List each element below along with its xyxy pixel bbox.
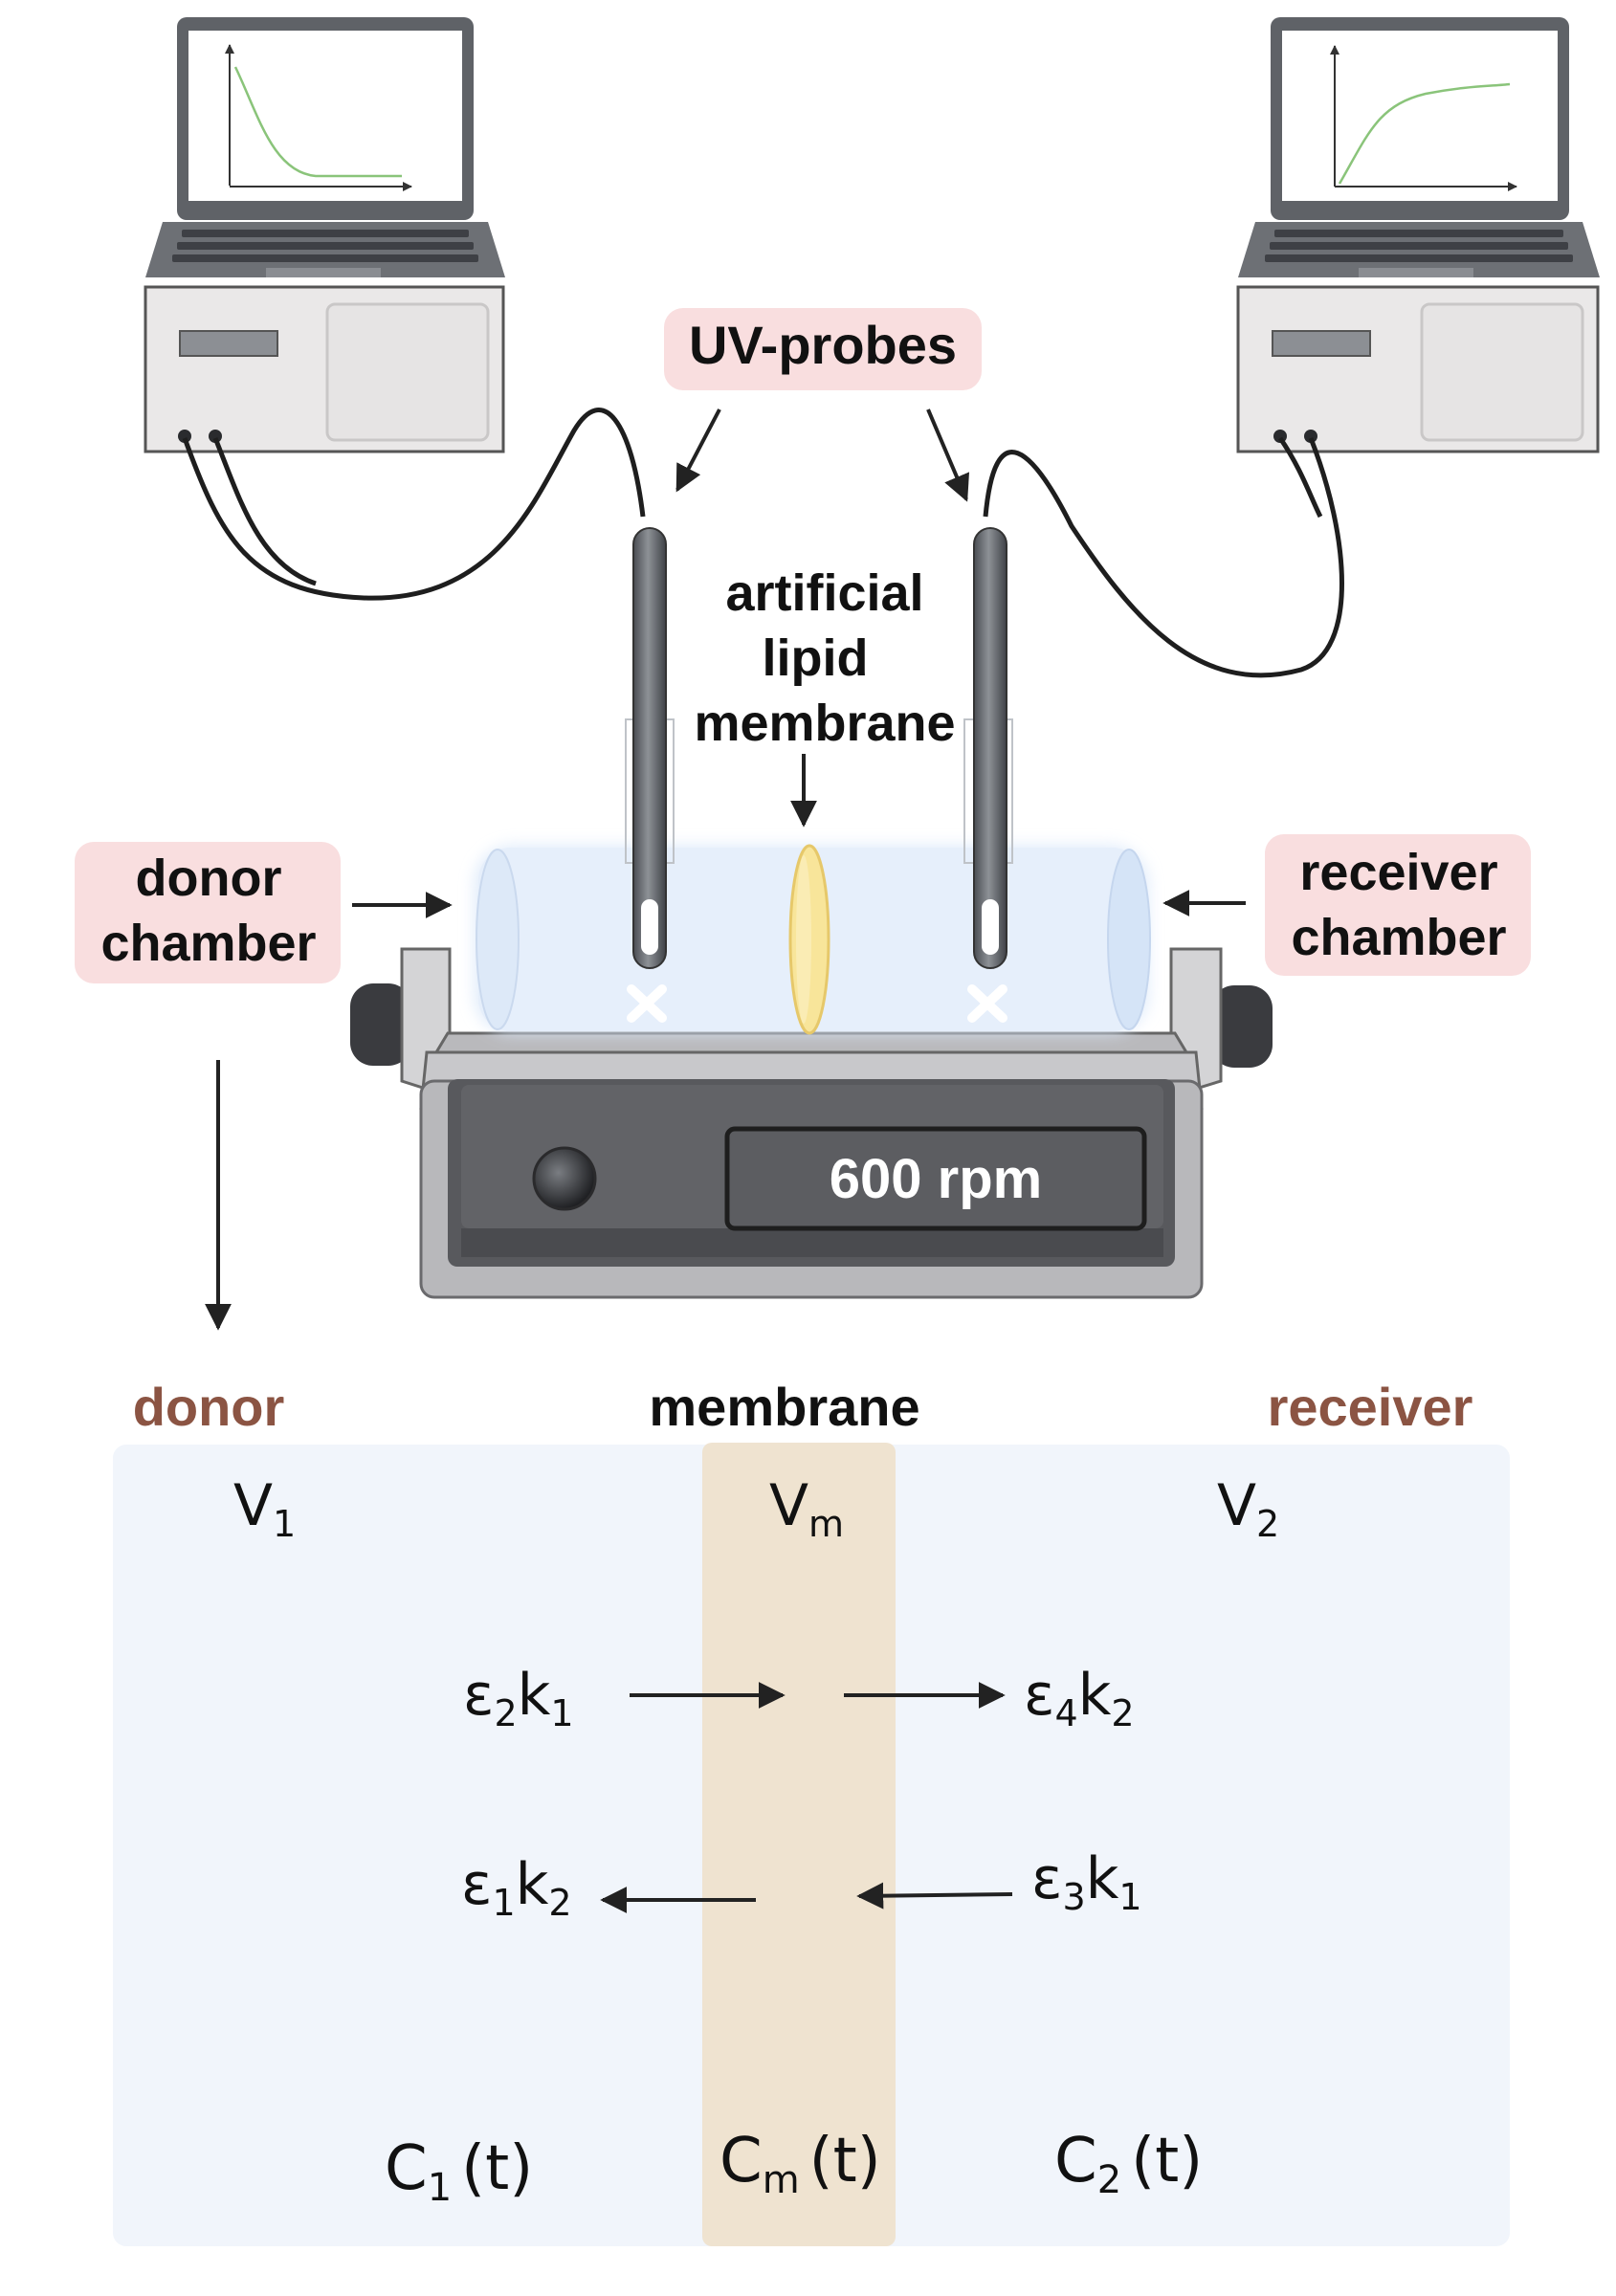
speed-text: 600 rpm <box>830 1148 1042 1210</box>
speed-display <box>724 1126 1147 1231</box>
donor-header: donor <box>133 1377 285 1437</box>
compartment-model: donor membrane receiver V1 Vm V2 ε2k1 ε4… <box>113 1377 1510 2246</box>
diffusion-cell <box>475 844 1151 1035</box>
rate-e2k1: ε2k1 <box>463 1662 574 1734</box>
receiver-chamber-line2: chamber <box>1291 909 1506 966</box>
decay-curve <box>233 66 402 178</box>
arrow-uv-right <box>926 408 970 502</box>
membrane-header: membrane <box>649 1377 919 1437</box>
rate-e4k2: ε4k2 <box>1024 1662 1135 1734</box>
volume-v2: V2 <box>1217 1472 1279 1545</box>
membrane-label-line3: membrane <box>694 695 955 752</box>
uv-probe-left-icon <box>625 527 675 969</box>
membrane-label: artificial lipid membrane <box>694 564 955 752</box>
donor-chamber-line1: donor <box>136 850 282 907</box>
concentration-c2: C2(t) <box>1054 2126 1203 2202</box>
uv-probes-text: UV-probes <box>689 315 957 375</box>
stir-bar-left <box>627 984 667 1023</box>
rise-curve <box>1338 82 1511 185</box>
stir-bar-right <box>967 984 1007 1023</box>
probe-cables <box>182 408 1344 678</box>
left-computer-icon <box>144 17 505 453</box>
receiver-header: receiver <box>1268 1377 1473 1437</box>
uv-probes-label: UV-probes <box>664 308 982 390</box>
stirrer-knob <box>532 1146 597 1211</box>
rate-e1k2: ε1k2 <box>461 1851 572 1924</box>
receiver-chamber-line1: receiver <box>1299 844 1497 901</box>
volume-vm: Vm <box>769 1472 844 1545</box>
volume-v1: V1 <box>233 1472 296 1545</box>
membrane-label-line1: artificial <box>725 564 923 622</box>
arrow-uv-left <box>675 408 721 493</box>
arrow-receiver-to-membrane <box>856 1882 1013 1910</box>
membrane-band <box>702 1443 896 2246</box>
donor-chamber-label: donor chamber <box>75 842 341 983</box>
membrane-label-line2: lipid <box>763 629 869 687</box>
rate-e3k1: ε3k1 <box>1031 1845 1142 1918</box>
magnetic-stirrer-icon <box>350 947 1273 1299</box>
concentration-cm: Cm(t) <box>719 2126 881 2202</box>
concentration-c1: C1(t) <box>385 2133 533 2210</box>
receiver-chamber-label: receiver chamber <box>1265 834 1531 976</box>
uv-probe-right-icon <box>963 527 1013 969</box>
right-computer-icon <box>1236 17 1600 453</box>
donor-chamber-line2: chamber <box>100 915 316 972</box>
